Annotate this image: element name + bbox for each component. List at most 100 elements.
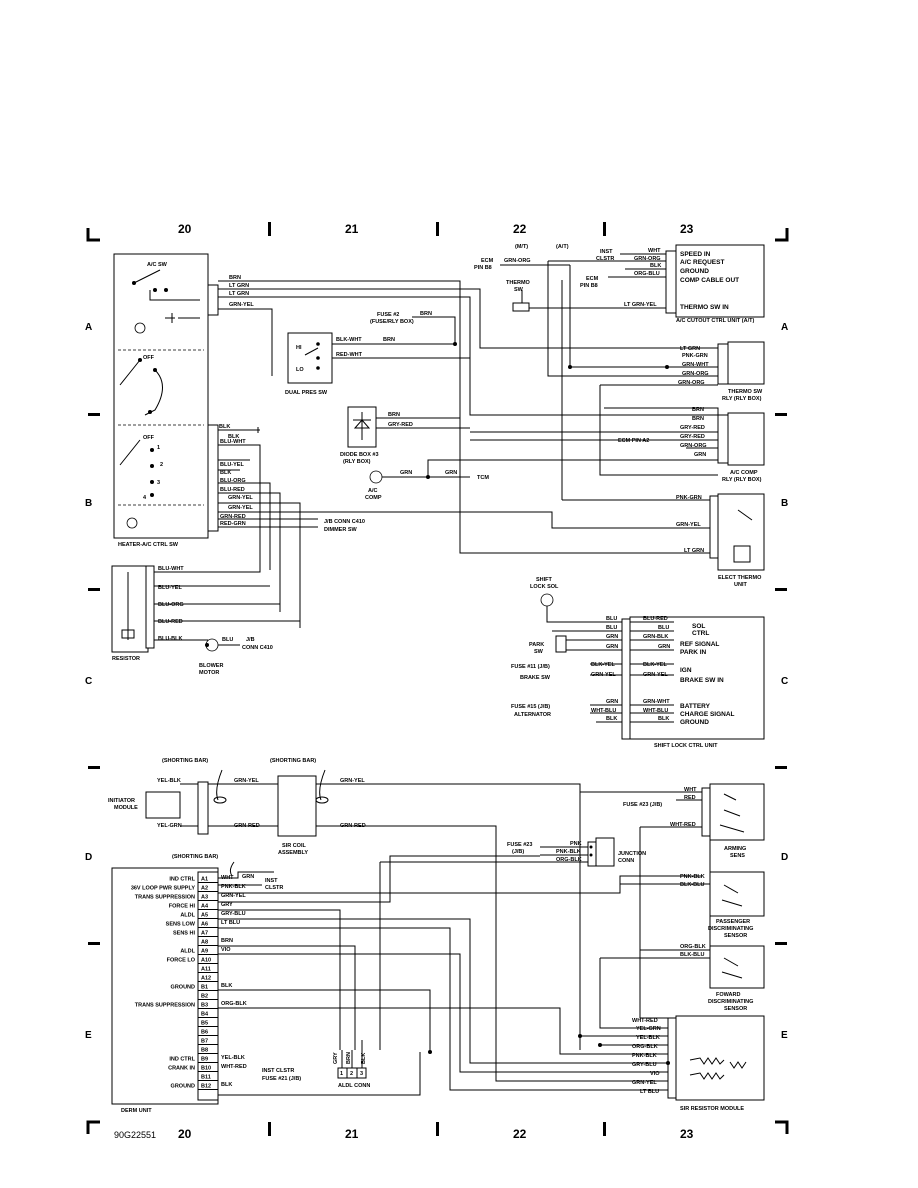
wire-label-orgblu: ORG-BLU bbox=[634, 271, 660, 277]
row-label-e-right: E bbox=[781, 1030, 788, 1041]
grid-frame bbox=[86, 222, 789, 1136]
wire-label-blk-h: BLK bbox=[219, 424, 230, 430]
off-label-1: OFF bbox=[143, 355, 155, 361]
battery-label: BATTERY bbox=[680, 703, 711, 710]
derm-pin-function: GROUND bbox=[171, 985, 195, 991]
junction-label-2: CONN bbox=[618, 858, 634, 864]
dual-pres-label: DUAL PRES SW bbox=[285, 390, 328, 396]
derm-pin-function: ALDL bbox=[180, 949, 195, 955]
elect-thermo-label-1: ELECT THERMO bbox=[718, 575, 762, 581]
column-label-22-bottom: 22 bbox=[513, 1127, 527, 1141]
fwd-sensor-label-2: DISCRIMINATING bbox=[708, 999, 753, 1005]
off-label-2: OFF bbox=[143, 435, 155, 441]
wire-label-grn-p1: GRN bbox=[606, 634, 618, 640]
derm-pin-function: FORCE HI bbox=[169, 904, 196, 910]
forward-sensor bbox=[600, 827, 765, 989]
row-label-a-right: A bbox=[781, 322, 788, 333]
wire-label-pnkblk-j: PNK-BLK bbox=[556, 849, 581, 855]
sol-ctrl-label-1: SOL bbox=[692, 623, 705, 630]
shorting-bar-label-3: (SHORTING BAR) bbox=[172, 854, 218, 860]
thermo-rly-label-1: THERMO SW bbox=[728, 389, 763, 395]
alternator-label: ALTERNATOR bbox=[514, 712, 551, 718]
shorting-bar-label-2: (SHORTING BAR) bbox=[270, 758, 316, 764]
wire-label-blk-aldl: BLK bbox=[361, 1053, 367, 1064]
ac-sw-label: A/C SW bbox=[147, 262, 168, 268]
ecm-b8b-label-2: PIN B8 bbox=[580, 283, 598, 289]
wire-label-grnyel-1: GRN-YEL bbox=[229, 302, 254, 308]
diode-box-rly: (RLY BOX) bbox=[343, 459, 371, 465]
derm-pin-number: A3 bbox=[201, 895, 208, 901]
jb-c410-label: J/B CONN C410 bbox=[324, 519, 365, 525]
row-label-b-right: B bbox=[781, 498, 788, 509]
derm-pin-wire: GRN-YEL bbox=[221, 893, 246, 899]
row-label-a: A bbox=[85, 322, 92, 333]
wire-label-vio-sr: VIO bbox=[650, 1071, 660, 1077]
dual-pres-hi: HI bbox=[296, 345, 302, 351]
wire-label-grnyel-s2: GRN-YEL bbox=[643, 672, 668, 678]
initiator-label-1: INITIATOR bbox=[108, 798, 135, 804]
fuse23-j-label-1: FUSE #23 bbox=[507, 842, 532, 848]
blower-label-1: BLOWER bbox=[199, 663, 223, 669]
wire-label-grnyel-e: GRN-YEL bbox=[676, 522, 701, 528]
shift-sol-label-2: LOCK SOL bbox=[530, 584, 559, 590]
wire-label-blkwht: BLK-WHT bbox=[336, 337, 362, 343]
diode-box-label: DIODE BOX #3 bbox=[340, 452, 379, 458]
derm-pin-wire: GRY-BLU bbox=[221, 911, 246, 917]
wire-label-grnyel-i: GRN-YEL bbox=[234, 778, 259, 784]
ref-signal-label: REF SIGNAL bbox=[680, 641, 719, 648]
thermo-sw-body bbox=[512, 302, 530, 312]
wire-label-whtred-sr: WHT-RED bbox=[632, 1018, 658, 1024]
derm-pin-number: B1 bbox=[201, 985, 208, 991]
wire-label-wht-inst: WHT bbox=[648, 248, 661, 254]
wire-label-grnorg-sp: GRN-ORG bbox=[634, 256, 661, 262]
wire-label-blkyel-1: BLK-YEL bbox=[591, 662, 615, 668]
derm-pin-number: B12 bbox=[201, 1084, 211, 1090]
wire-label-pnkblk-ps: PNK-BLK bbox=[680, 874, 705, 880]
wire-label-red-arm: RED bbox=[684, 795, 696, 801]
column-label-21: 21 bbox=[345, 222, 359, 236]
derm-pin-wire: WHT bbox=[221, 875, 234, 881]
wire-label-grnwht-b: GRN-WHT bbox=[643, 699, 670, 705]
wire-label-blk-s2: BLK bbox=[658, 716, 669, 722]
diode-box bbox=[347, 406, 470, 448]
wire-label-ltblu-sr: LT BLU bbox=[640, 1089, 659, 1095]
wire-label-ltgrn-1: LT GRN bbox=[229, 283, 249, 289]
arming-label-2: SENS bbox=[730, 853, 745, 859]
wire-label-orgblk-fs: ORG-BLK bbox=[680, 944, 706, 950]
switch-position-1: 1 bbox=[157, 445, 160, 451]
ecm-b8-label-1: ECM bbox=[481, 258, 494, 264]
wire-label-yelblk-sr: YEL-BLK bbox=[636, 1035, 660, 1041]
derm-pin-function: GROUND bbox=[171, 1084, 195, 1090]
heater-switch-wiring bbox=[218, 280, 718, 628]
row-label-c-right: C bbox=[781, 676, 788, 687]
column-label-23-bottom: 23 bbox=[680, 1127, 694, 1141]
wire-label-grn-comp2: GRN bbox=[445, 470, 457, 476]
wire-label-grnwht-r: GRN-WHT bbox=[682, 362, 709, 368]
wire-label-ltgrn-e: LT GRN bbox=[684, 548, 704, 554]
charge-signal-label: CHARGE SIGNAL bbox=[680, 711, 735, 718]
switch-position-4: 4 bbox=[143, 495, 147, 501]
derm-pin-number: A1 bbox=[201, 877, 208, 883]
inst-clstr-label-1: INST bbox=[600, 249, 613, 255]
aldl-pin-3: 3 bbox=[360, 1071, 363, 1077]
comp-cable-label: COMP CABLE OUT bbox=[680, 277, 739, 284]
wire-label-orgblk-sr: ORG-BLK bbox=[632, 1044, 658, 1050]
mt-label: (M/T) bbox=[515, 244, 528, 250]
inst-clstr-label-2: CLSTR bbox=[596, 256, 614, 262]
wire-label-blured: BLU-RED bbox=[220, 487, 245, 493]
wire-label-grn-p3: GRN bbox=[658, 644, 670, 650]
ac-request-label: A/C REQUEST bbox=[680, 259, 724, 266]
shorting-bar-label-1: (SHORTING BAR) bbox=[162, 758, 208, 764]
fuse2-label-1: FUSE #2 bbox=[377, 312, 399, 318]
wire-label-blublk-r: BLU-BLK bbox=[158, 636, 182, 642]
wire-label-orgblk-j: ORG-BLK bbox=[556, 857, 582, 863]
derm-unit-label: DERM UNIT bbox=[121, 1108, 152, 1114]
derm-pin-wire: PNK-BLK bbox=[221, 884, 246, 890]
derm-pin-number: B3 bbox=[201, 1003, 208, 1009]
fwd-sensor-label-3: SENSOR bbox=[724, 1006, 747, 1012]
ground-a-label: GROUND bbox=[680, 268, 709, 275]
wire-label-grnyel-sr: GRN-YEL bbox=[632, 1080, 657, 1086]
ac-compressor bbox=[369, 459, 718, 484]
derm-pin-number: B7 bbox=[201, 1039, 208, 1045]
park-in-label: PARK IN bbox=[680, 649, 707, 656]
